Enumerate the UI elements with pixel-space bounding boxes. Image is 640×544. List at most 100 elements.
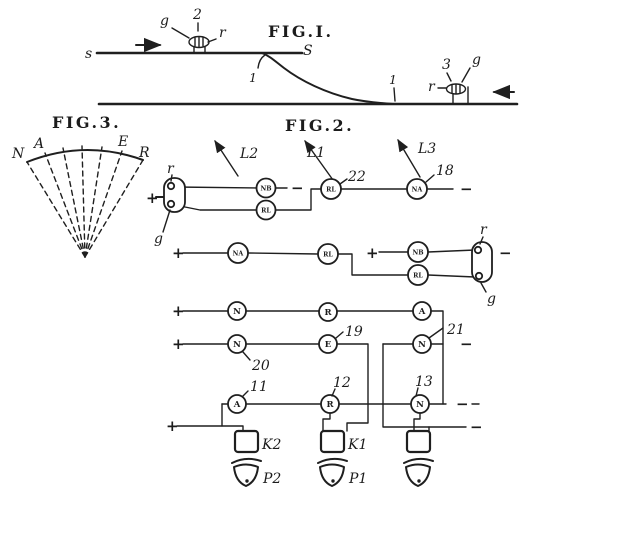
- pointer-arrow-l1-icon: [304, 139, 334, 181]
- label-11-leader: [242, 390, 249, 397]
- pointer-label-l1: L1: [306, 145, 325, 161]
- relay-contact-row2-c2: RL: [317, 243, 339, 265]
- row5-minus1: −: [456, 395, 469, 413]
- lamp-unit-right-icon: [471, 241, 493, 283]
- row1-wire-step-up: [274, 188, 323, 211]
- row2-wire-to-pill-bottom: [427, 274, 476, 278]
- row2-wire-mid: [247, 252, 319, 255]
- lamp3-g-label: g: [472, 52, 481, 68]
- pointer-label-l3: L3: [417, 141, 436, 157]
- row2-plus2: +: [366, 244, 379, 262]
- label-12: 12: [333, 375, 351, 391]
- label-19-leader: [335, 331, 344, 339]
- row2-minus: −: [499, 244, 512, 262]
- bell-p1-icon: [317, 457, 348, 487]
- relay-contact-18: NA: [406, 178, 428, 200]
- svg-text:RL: RL: [323, 252, 333, 259]
- label-13-leader: [415, 387, 419, 397]
- fig2-row1: + r g NB − R: [146, 161, 473, 247]
- row5-wire-left-down: [221, 403, 244, 432]
- relay-contact-row2-c4: RL: [407, 264, 429, 286]
- signal-lamp-3-icon: [445, 83, 469, 104]
- row1-wire-top: [174, 186, 259, 189]
- relay-row4-e19: E: [318, 334, 338, 354]
- joint-1-right-label: 1: [389, 72, 397, 87]
- row2-r-label: r: [480, 222, 488, 238]
- fig2-title: FIG.2.: [285, 116, 354, 135]
- fig3-label-a: A: [32, 136, 44, 152]
- signal-lamp-2-icon: [188, 35, 210, 54]
- joint-1-left-label: 1: [249, 70, 257, 85]
- label-k2: K2: [261, 437, 281, 453]
- joint-1-right-tick: [393, 87, 396, 102]
- svg-text:N: N: [233, 340, 241, 350]
- fig2: FIG.2. L2 L1 L3 + r g: [146, 116, 512, 487]
- svg-text:R: R: [324, 308, 332, 318]
- fig3-title: FIG.3.: [52, 113, 121, 132]
- lamp3-number: 3: [442, 57, 451, 73]
- label-22-leader: [339, 178, 348, 185]
- svg-text:NA: NA: [412, 187, 423, 194]
- label-18-leader: [425, 174, 435, 183]
- lamp-unit-left-icon: [163, 177, 186, 213]
- svg-text:A: A: [233, 400, 241, 410]
- indicator-arc: [26, 149, 144, 163]
- lamp3-g-leader: [461, 67, 471, 83]
- label-19: 19: [345, 324, 363, 340]
- fig2-row3: + N R A: [172, 301, 444, 405]
- row1-minus2: −: [460, 180, 473, 198]
- lamp2-number: 2: [192, 7, 202, 23]
- relay-row3-n: N: [227, 301, 247, 321]
- fig1: FIG.I. s S g 2 r 1 1: [85, 7, 519, 106]
- row4-minus: −: [460, 335, 473, 353]
- row4-wire-n-down: [382, 343, 467, 428]
- row5-n13-down: [413, 412, 421, 432]
- lamp2-g-leader: [171, 27, 190, 39]
- row1-g-label: g: [154, 231, 163, 247]
- track-label-s-left: s: [85, 46, 92, 62]
- fig2-row4: + N 20 E 19 N 21 −: [172, 322, 473, 432]
- label-12-leader: [331, 388, 336, 397]
- svg-text:R: R: [326, 400, 334, 410]
- relay-row4-n21: N: [412, 334, 432, 354]
- pointer-arrow-l2-icon: [214, 139, 239, 177]
- fig3-label-e: E: [117, 134, 128, 150]
- pointer-label-l2: L2: [239, 146, 258, 162]
- row4-plus: +: [172, 335, 185, 353]
- svg-text:RL: RL: [261, 208, 271, 215]
- row5-r12-down: [322, 412, 331, 432]
- svg-text:NA: NA: [233, 251, 244, 258]
- bell-p2-icon: [231, 457, 262, 487]
- row2-g-label: g: [487, 291, 496, 307]
- lamp2-g-label: g: [160, 13, 169, 29]
- label-11: 11: [250, 379, 268, 395]
- fig2-row5: + A 11 R 12 N 13 −: [166, 374, 483, 487]
- row5-plus: +: [166, 417, 179, 435]
- lamp3-r-label: r: [428, 79, 436, 95]
- indicator-rays: [26, 145, 144, 258]
- bell-3-icon: [403, 457, 434, 487]
- joint-hook-mark: [257, 54, 266, 69]
- row1-r-label: r: [167, 161, 175, 177]
- relay-contact-row1-c2: RL: [255, 199, 277, 221]
- row3-plus: +: [172, 302, 185, 320]
- track-transition-curve: [261, 52, 394, 105]
- relay-row3-a: A: [412, 301, 432, 321]
- label-21-diagonal: [428, 327, 444, 339]
- row1-g-leader: [162, 209, 171, 233]
- svg-text:E: E: [325, 340, 332, 350]
- row1-r-leader: [170, 174, 173, 182]
- row1-plus: +: [146, 189, 159, 207]
- relay-row3-r: R: [318, 302, 338, 322]
- relay-row4-n20: N: [227, 334, 247, 354]
- row1-minus1: −: [291, 179, 304, 197]
- row2-wire-step-down: [337, 253, 409, 276]
- row2-g-leader: [480, 282, 487, 293]
- row2-wire-to-pill-top: [427, 249, 476, 253]
- fig3: FIG.3. N A E R: [11, 113, 150, 258]
- label-p2: P2: [262, 471, 281, 487]
- contact-box-k2-icon: [233, 429, 260, 454]
- svg-text:A: A: [418, 307, 426, 317]
- label-21: 21: [446, 322, 465, 338]
